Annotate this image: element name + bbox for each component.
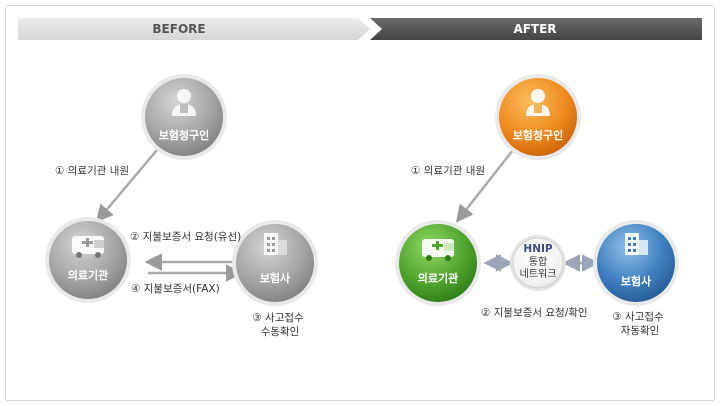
- before-header: BEFORE: [18, 18, 370, 40]
- ambulance-icon: [72, 236, 104, 258]
- before-header-label: BEFORE: [152, 22, 205, 36]
- hnip-network-node: HNIP 통합 네트워크: [510, 235, 566, 291]
- before-arrow-visit: [95, 149, 158, 223]
- after-claimant-node: 보험청구인: [495, 74, 581, 160]
- after-step2: ② 지불보증서 요청/확인: [481, 306, 588, 319]
- after-hospital-node: 의료기관: [395, 220, 481, 306]
- person-icon: [526, 89, 550, 116]
- after-claimant-label: 보험청구인: [513, 128, 564, 142]
- before-claimant-node: 보험청구인: [141, 74, 227, 160]
- hnip-label: HNIP: [523, 243, 552, 255]
- after-arrow-visit: [455, 149, 514, 223]
- building-icon: [264, 233, 287, 255]
- after-header-label: AFTER: [513, 22, 556, 36]
- after-step3-line2: 자동확인: [621, 324, 660, 337]
- after-insurer-node: 보험사: [593, 220, 679, 306]
- after-step1: ① 의료기관 내원: [411, 165, 485, 177]
- hnip-line2: 통합: [529, 256, 547, 268]
- before-claimant-label: 보험청구인: [159, 128, 210, 142]
- before-hospital-label: 의료기관: [68, 268, 108, 282]
- person-icon: [172, 89, 196, 116]
- before-step4: ④ 지불보증서(FAX): [131, 283, 220, 295]
- building-icon: [625, 233, 648, 255]
- before-hospital-node: 의료기관: [45, 217, 131, 303]
- before-insurer-node: 보험사: [232, 220, 318, 306]
- ambulance-icon: [422, 239, 454, 261]
- diagram-frame: [5, 5, 715, 401]
- before-step1: ① 의료기관 내원: [55, 165, 129, 177]
- before-insurer-label: 보험사: [260, 271, 291, 285]
- hnip-line3: 네트워크: [520, 267, 557, 280]
- after-hospital-label: 의료기관: [418, 271, 458, 285]
- before-step3-line1: ③ 사고접수: [252, 312, 304, 324]
- before-step3-line2: 수동확인: [261, 325, 300, 338]
- after-step3-line1: ③ 사고접수: [612, 311, 664, 323]
- after-insurer-label: 보험사: [621, 274, 652, 288]
- before-step2: ② 지불보증서 요청(유선): [130, 231, 241, 243]
- after-header: AFTER: [370, 18, 702, 40]
